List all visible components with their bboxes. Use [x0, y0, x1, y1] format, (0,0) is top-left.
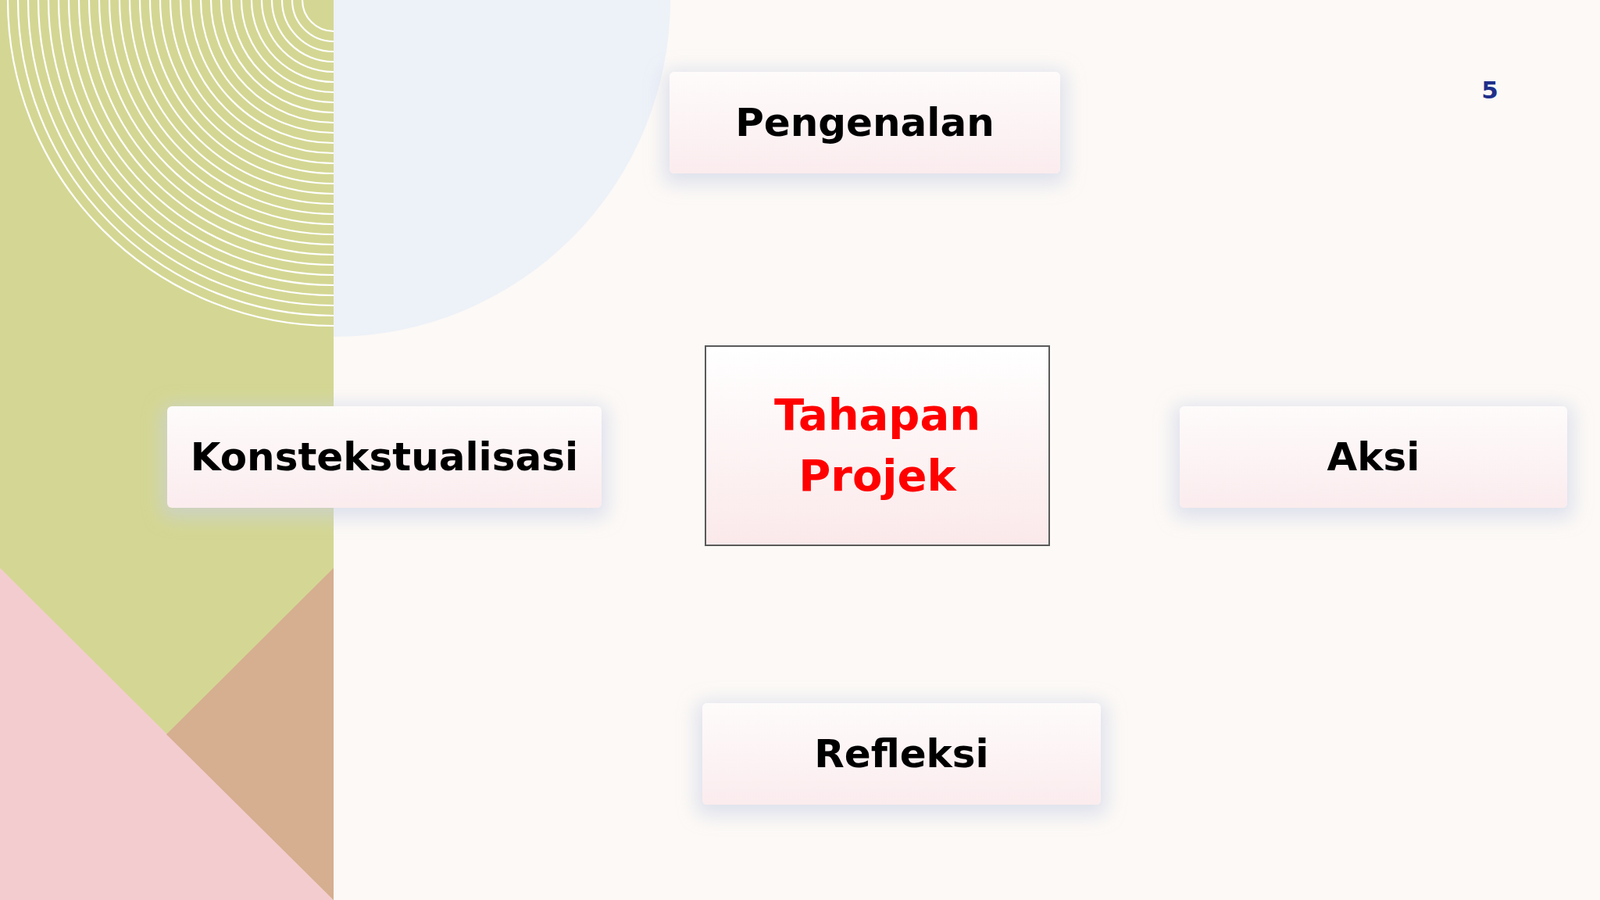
node-label: Konstekstualisasi [190, 434, 579, 480]
arc-line [200, 0, 334, 133]
arc-line [28, 0, 334, 306]
arc-line [58, 0, 334, 275]
arc-line [251, 0, 334, 83]
arc-line [99, 0, 334, 235]
node-label: Aksi [1327, 434, 1421, 480]
arc-line [109, 0, 334, 225]
arc-line [271, 0, 334, 62]
arc-line [7, 0, 334, 326]
arc-line [160, 0, 334, 174]
stage-box: Refleksi [702, 703, 1101, 805]
pink-triangle [0, 567, 334, 900]
arc-line [150, 0, 334, 184]
arc-line [190, 0, 334, 143]
arc-line [48, 0, 334, 286]
stage-box: Konstekstualisasi [167, 406, 602, 508]
arc-line [68, 0, 334, 265]
node-label: Refleksi [814, 731, 990, 777]
arc-line [17, 0, 334, 316]
arc-line [119, 0, 334, 215]
brown-triangle [166, 567, 334, 900]
arc-line [302, 0, 334, 32]
stage-box: Pengenalan [669, 71, 1061, 174]
arc-line [261, 0, 334, 72]
page-number: 5 [1481, 75, 1499, 104]
arc-line [221, 0, 334, 113]
central-box: Tahapan Projek [704, 345, 1050, 547]
node-label: Pengenalan [735, 100, 995, 146]
arc-line [38, 0, 334, 296]
arc-line [139, 0, 334, 194]
arc-line [241, 0, 334, 93]
node-label: Tahapan Projek [736, 384, 1018, 508]
concentric-arcs [7, 0, 334, 326]
arc-line [170, 0, 334, 164]
arc-line [89, 0, 334, 245]
arc-line [210, 0, 334, 123]
stage-box: Aksi [1179, 406, 1568, 508]
arc-line [292, 0, 334, 42]
